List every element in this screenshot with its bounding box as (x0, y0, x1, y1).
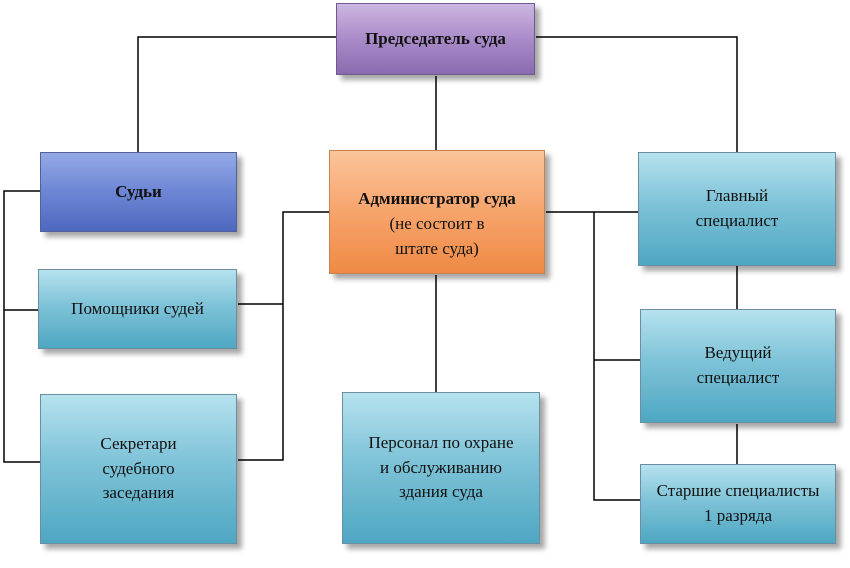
judges-box: Судьи (40, 152, 237, 232)
administrator-title: Администратор суда (358, 189, 516, 209)
administrator-box: Администратор суда (не состоит в штате су… (329, 150, 545, 274)
administrator-text: Администратор суда (не состоит в штате су… (358, 163, 516, 262)
connector-administrator-left (238, 211, 329, 461)
leading-specialist-box: Ведущий специалист (640, 309, 836, 423)
connector-chairman-chief (536, 36, 738, 152)
assistants-label: Помощники судей (71, 298, 204, 318)
chairman-label: Председатель суда (365, 28, 506, 48)
chief-specialist-label: Главный специалист (695, 186, 779, 230)
chief-specialist-box: Главный специалист (638, 152, 836, 266)
connector-chairman-judges (137, 36, 336, 152)
secretaries-box: Секретари судебного заседания (40, 394, 237, 544)
secretaries-label: Секретари судебного заседания (100, 434, 177, 503)
connector-judges-group (3, 190, 40, 463)
administrator-note: (не состоит в штате суда) (389, 214, 485, 258)
security-staff-label: Персонал по охране и обслуживанию здания… (368, 433, 514, 502)
leading-specialist-label: Ведущий специалист (696, 343, 780, 387)
connector-right-bracket (593, 212, 640, 501)
chairman-box: Председатель суда (336, 3, 535, 75)
senior-specialists-box: Старшие специалисты 1 разряда (640, 464, 836, 544)
senior-specialists-label: Старшие специалисты 1 разряда (656, 481, 820, 525)
judges-label: Судьи (115, 181, 162, 201)
assistants-box: Помощники судей (38, 269, 237, 349)
security-staff-box: Персонал по охране и обслуживанию здания… (342, 392, 540, 544)
